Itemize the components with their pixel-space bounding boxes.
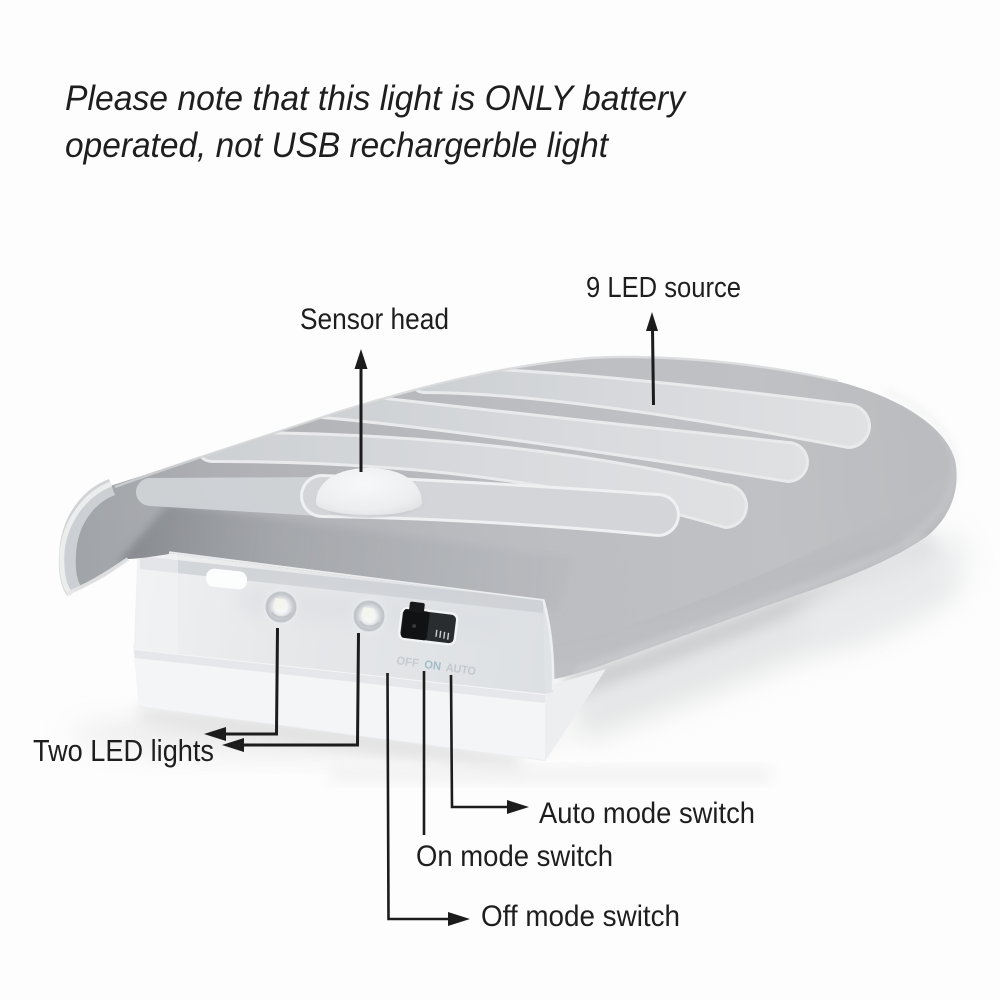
- svg-text:Off mode switch: Off mode switch: [481, 900, 680, 933]
- svg-text:9 LED source: 9 LED source: [586, 272, 741, 304]
- svg-text:Sensor head: Sensor head: [300, 303, 449, 336]
- svg-text:operated, not USB rechargerble: operated, not USB rechargerble light: [65, 126, 609, 165]
- svg-text:Auto mode switch: Auto mode switch: [539, 797, 755, 830]
- svg-text:On mode switch: On mode switch: [416, 840, 613, 873]
- svg-text:AUTO: AUTO: [445, 662, 476, 678]
- svg-text:OFF: OFF: [396, 655, 420, 670]
- svg-text:Please note that this light is: Please note that this light is ONLY batt…: [65, 79, 687, 118]
- svg-text:ON: ON: [423, 659, 442, 673]
- svg-text:Two LED lights: Two LED lights: [33, 733, 214, 768]
